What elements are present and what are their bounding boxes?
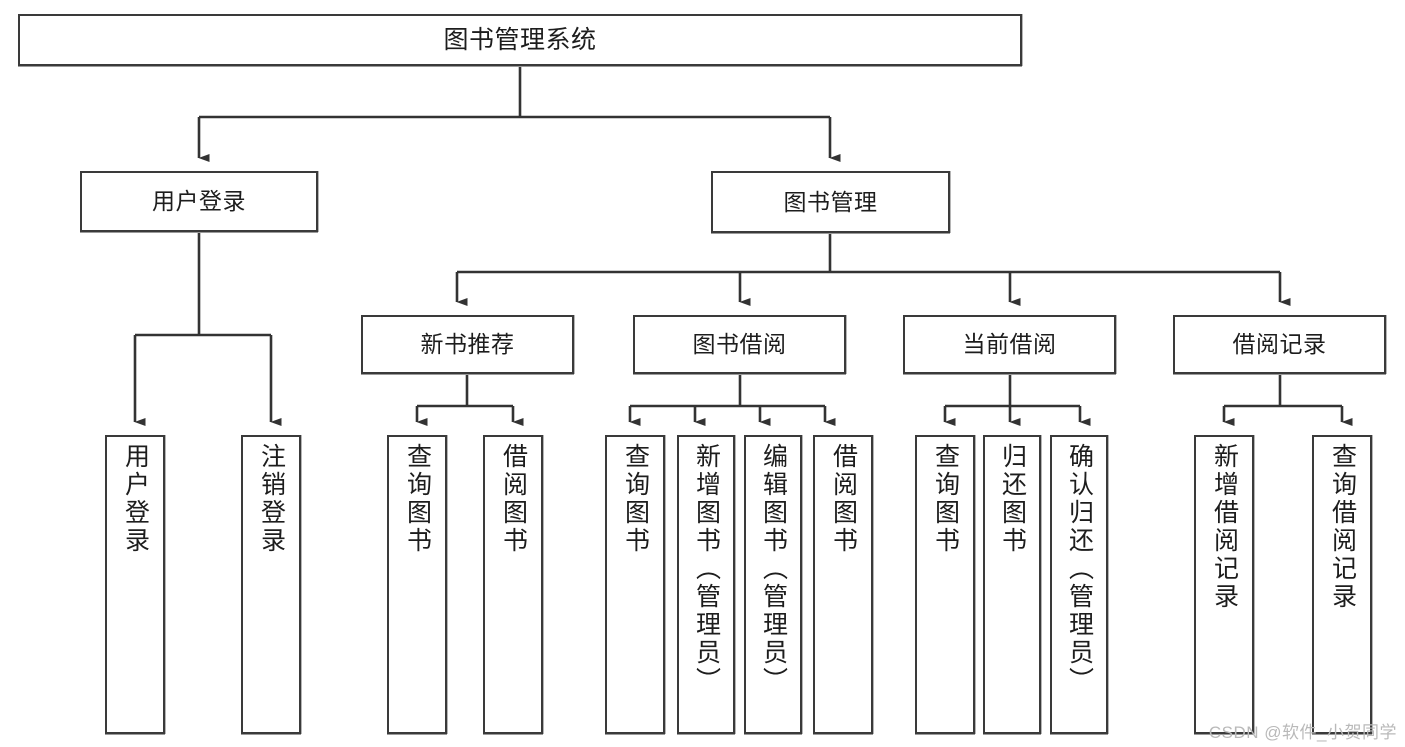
node-label: 编辑图书（管理员） (759, 443, 788, 695)
node-leaf-return-book[interactable]: 归还图书 (983, 435, 1041, 734)
node-leaf-add-book-admin[interactable]: 新增图书（管理员） (677, 435, 735, 734)
node-label: 新增图书（管理员） (692, 443, 721, 695)
node-leaf-query-book-current[interactable]: 查询图书 (915, 435, 975, 734)
node-label: 借阅记录 (1232, 331, 1327, 358)
node-label: 查询图书 (403, 443, 432, 555)
node-label: 查询图书 (931, 443, 960, 555)
node-leaf-edit-book-admin[interactable]: 编辑图书（管理员） (744, 435, 802, 734)
node-borrow-record[interactable]: 借阅记录 (1173, 315, 1386, 374)
node-label: 借阅图书 (829, 443, 858, 555)
node-label: 图书借阅 (692, 331, 787, 358)
node-book-borrow[interactable]: 图书借阅 (633, 315, 846, 374)
node-label: 注销登录 (257, 443, 286, 555)
node-leaf-query-book-borrow[interactable]: 查询图书 (605, 435, 665, 734)
node-label: 归还图书 (998, 443, 1027, 555)
node-leaf-query-borrow-record[interactable]: 查询借阅记录 (1312, 435, 1372, 734)
node-root-book-management-system[interactable]: 图书管理系统 (18, 14, 1022, 66)
node-leaf-add-borrow-record[interactable]: 新增借阅记录 (1194, 435, 1254, 734)
node-label: 用户登录 (121, 443, 150, 555)
node-leaf-confirm-return-admin[interactable]: 确认归还（管理员） (1050, 435, 1108, 734)
node-label: 新书推荐 (420, 331, 515, 358)
node-label: 新增借阅记录 (1210, 443, 1239, 611)
node-label: 借阅图书 (499, 443, 528, 555)
node-current-borrow[interactable]: 当前借阅 (903, 315, 1116, 374)
node-label: 用户登录 (152, 188, 246, 215)
node-label: 当前借阅 (962, 331, 1057, 358)
node-leaf-logout-login[interactable]: 注销登录 (241, 435, 301, 734)
watermark: CSDN @软件_小贺同学 (1208, 723, 1397, 742)
node-label: 图书管理系统 (443, 25, 597, 54)
node-label: 查询图书 (621, 443, 650, 555)
node-leaf-user-login[interactable]: 用户登录 (105, 435, 165, 734)
node-new-book-recommend[interactable]: 新书推荐 (361, 315, 574, 374)
node-label: 查询借阅记录 (1328, 443, 1357, 611)
node-leaf-borrow-book-recommend[interactable]: 借阅图书 (483, 435, 543, 734)
node-book-management[interactable]: 图书管理 (711, 171, 950, 233)
node-leaf-borrow-book[interactable]: 借阅图书 (813, 435, 873, 734)
node-label: 确认归还（管理员） (1065, 443, 1094, 695)
node-label: 图书管理 (783, 188, 878, 215)
node-leaf-query-book-recommend[interactable]: 查询图书 (387, 435, 447, 734)
node-user-login[interactable]: 用户登录 (80, 171, 318, 232)
